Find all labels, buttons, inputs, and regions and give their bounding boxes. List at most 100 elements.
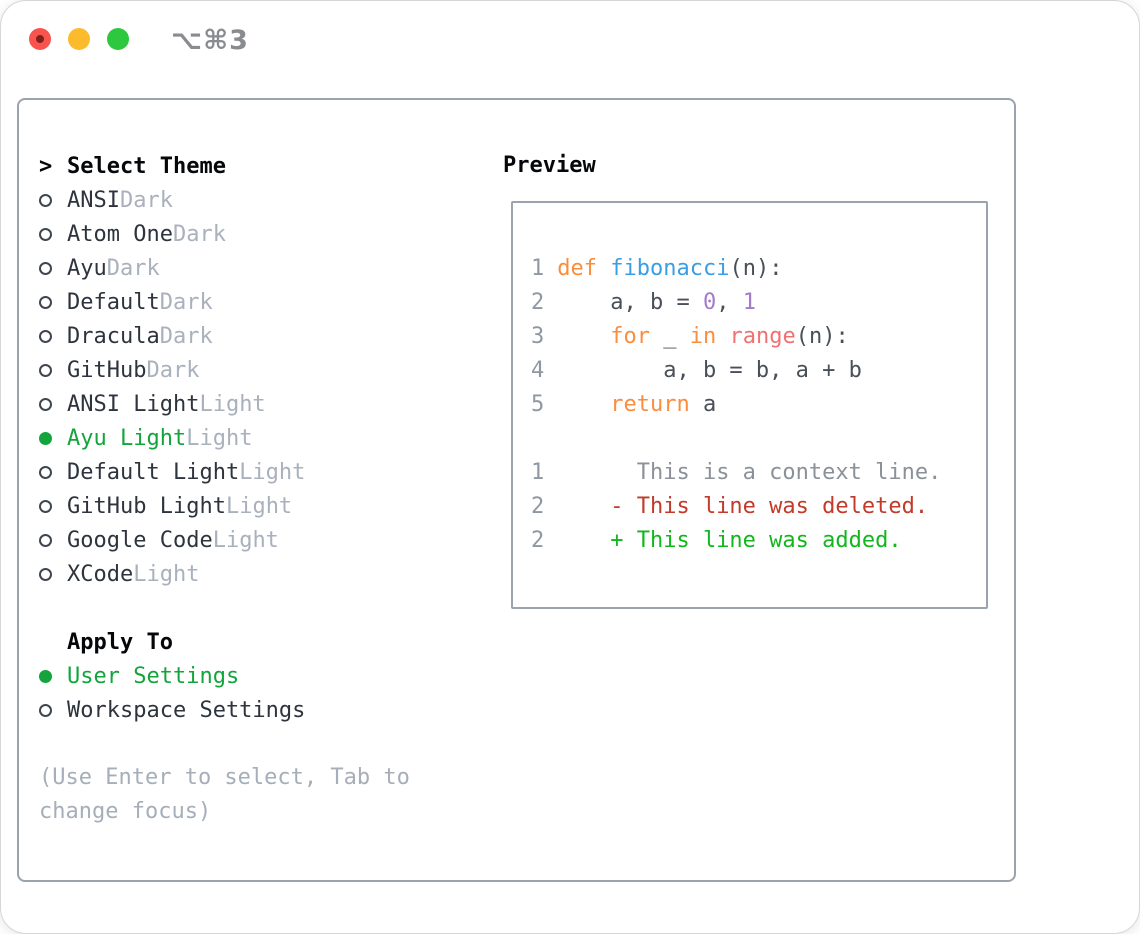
preview-code-line: 2 a, b = 0, 1 [531,286,986,320]
theme-option-label: Dracula [67,323,160,349]
preview-code-line: 2 + This line was added. [531,524,986,558]
theme-variant-label: Light [239,459,306,485]
apply-option-user-settings[interactable]: User Settings [39,659,479,693]
line-number: 1 [531,460,545,485]
radio-dot [39,227,52,241]
radio-icon [39,703,67,717]
code-token: 1 [742,290,756,315]
code-token: range [729,324,796,349]
code-token: , [716,290,743,315]
theme-option-ayu-light[interactable]: Ayu Light Light [39,421,479,455]
radio-icon [39,193,67,207]
radio-icon [39,567,67,581]
code-token: for [610,324,650,349]
code-token: (n): [729,256,783,281]
theme-variant-label: Dark [159,289,213,315]
theme-variant-label: Dark [106,255,160,281]
theme-variant-label: Light [212,527,279,553]
preview-code-line: 3 for _ in range(n): [531,320,986,354]
selection-cursor-icon: > [39,154,67,179]
theme-option-google-code[interactable]: Google Code Light [39,523,479,557]
radio-icon [39,261,67,275]
theme-option-ansi[interactable]: ANSI Dark [39,183,479,217]
code-token [716,324,729,349]
radio-dot [39,193,52,207]
theme-variant-label: Light [133,561,200,587]
minimize-button[interactable] [68,28,90,50]
line-number: 2 [531,494,545,519]
radio-selected-icon [39,669,67,683]
code-token: (n): [795,324,849,349]
preview-code-line: 1 This is a context line. [531,456,986,490]
theme-option-label: ANSI Light [67,391,200,417]
preview-header: Preview [503,153,596,178]
radio-selected-icon [39,431,67,445]
apply-option-label: User Settings [67,663,240,689]
code-token: a, b = [557,290,703,315]
theme-option-github-light[interactable]: GitHub Light Light [39,489,479,523]
theme-option-dracula[interactable]: Dracula Dark [39,319,479,353]
traffic-lights [1,1,129,50]
code-token [597,256,610,281]
preview-code-line: 2 - This line was deleted. [531,490,986,524]
theme-option-label: Ayu [67,255,107,281]
theme-option-label: GitHub Light [67,493,226,519]
radio-dot [39,465,52,479]
theme-option-xcode[interactable]: XCode Light [39,557,479,591]
apply-to-header-row: Apply To [39,625,479,659]
theme-option-ansi-light[interactable]: ANSI Light Light [39,387,479,421]
line-number: 5 [531,392,545,417]
preview-code-line: 5 return a [531,388,986,422]
code-token [557,392,610,417]
line-number: 2 [531,528,545,553]
radio-icon [39,227,67,241]
code-token: def [557,256,597,281]
code-token: 0 [702,290,717,315]
radio-dot [39,533,52,547]
radio-dot [39,397,52,411]
theme-variant-label: Light [225,493,293,519]
theme-option-label: Google Code [67,527,213,553]
theme-option-atom-one[interactable]: Atom One Dark [39,217,479,251]
radio-dot [39,703,52,717]
help-text: (Use Enter to select, Tab to change focu… [39,765,410,824]
radio-icon [39,397,67,411]
theme-option-label: GitHub [67,357,147,383]
theme-variant-label: Dark [146,357,200,383]
radio-icon [39,363,67,377]
code-token: return [610,392,690,417]
theme-option-default-light[interactable]: Default Light Light [39,455,479,489]
theme-variant-label: Light [199,391,266,417]
radio-dot [39,431,52,445]
code-token: This is a context line. [557,460,942,485]
select-theme-header: Select Theme [67,153,226,179]
close-button[interactable] [29,28,51,50]
theme-option-label: Atom One [67,221,173,247]
code-token: _ [649,324,690,349]
titlebar: ⌥⌘3 [1,1,1139,97]
select-theme-header-row: > Select Theme [39,149,479,183]
radio-icon [39,533,67,547]
code-token: a, b = b, a + b [557,358,862,383]
zoom-button[interactable] [107,28,129,50]
theme-option-default[interactable]: Default Dark [39,285,479,319]
theme-option-label: Default Light [67,459,240,485]
theme-option-ayu[interactable]: Ayu Dark [39,251,479,285]
line-number: 3 [531,324,545,349]
apply-option-workspace-settings[interactable]: Workspace Settings [39,693,479,727]
theme-option-github[interactable]: GitHub Dark [39,353,479,387]
radio-dot [39,261,52,275]
theme-variant-label: Light [186,425,253,451]
radio-dot [39,329,52,343]
spacer [39,591,479,625]
radio-icon [39,465,67,479]
code-token: - This line was deleted. [557,494,929,519]
line-number: 4 [531,358,545,383]
radio-icon [39,295,67,309]
